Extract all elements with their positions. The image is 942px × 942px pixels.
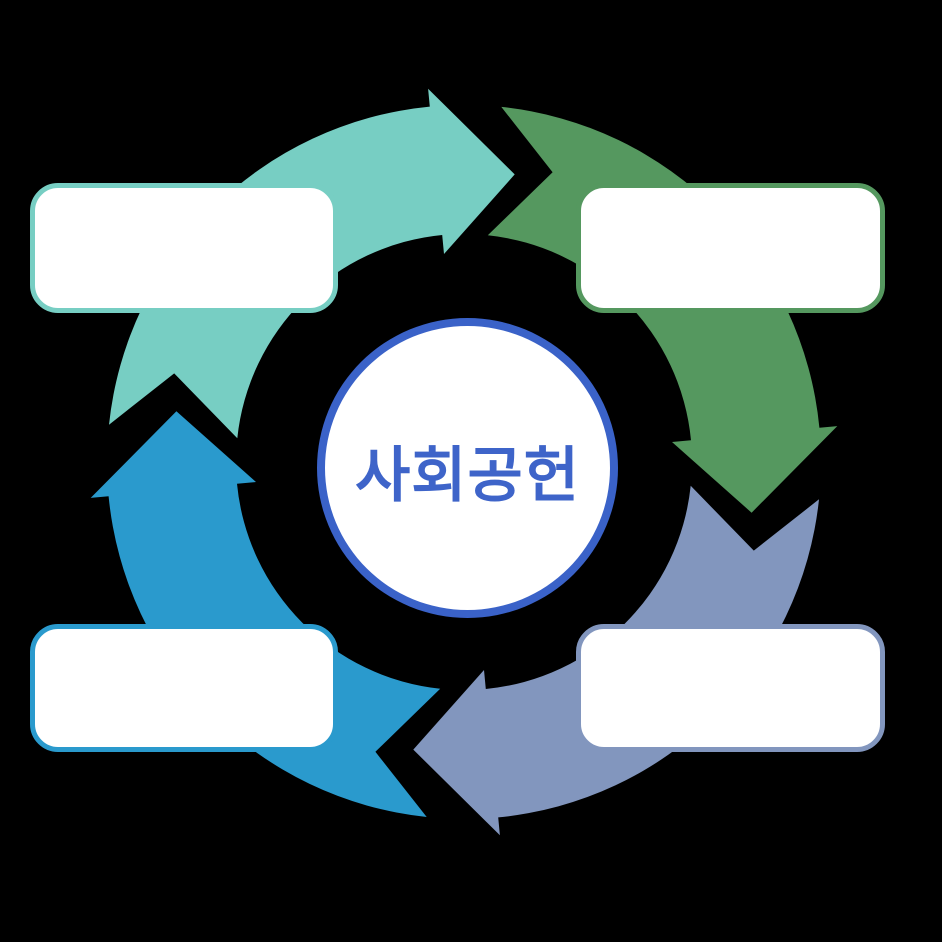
node-box-top-right [576, 183, 885, 313]
node-box-bottom-left [30, 624, 338, 752]
center-label: 사회공헌 [355, 441, 580, 509]
node-box-top-left [30, 183, 338, 313]
node-box-bottom-right [576, 624, 885, 752]
arrow-left-icon [90, 411, 441, 817]
center-circle: 사회공헌 [317, 318, 618, 618]
